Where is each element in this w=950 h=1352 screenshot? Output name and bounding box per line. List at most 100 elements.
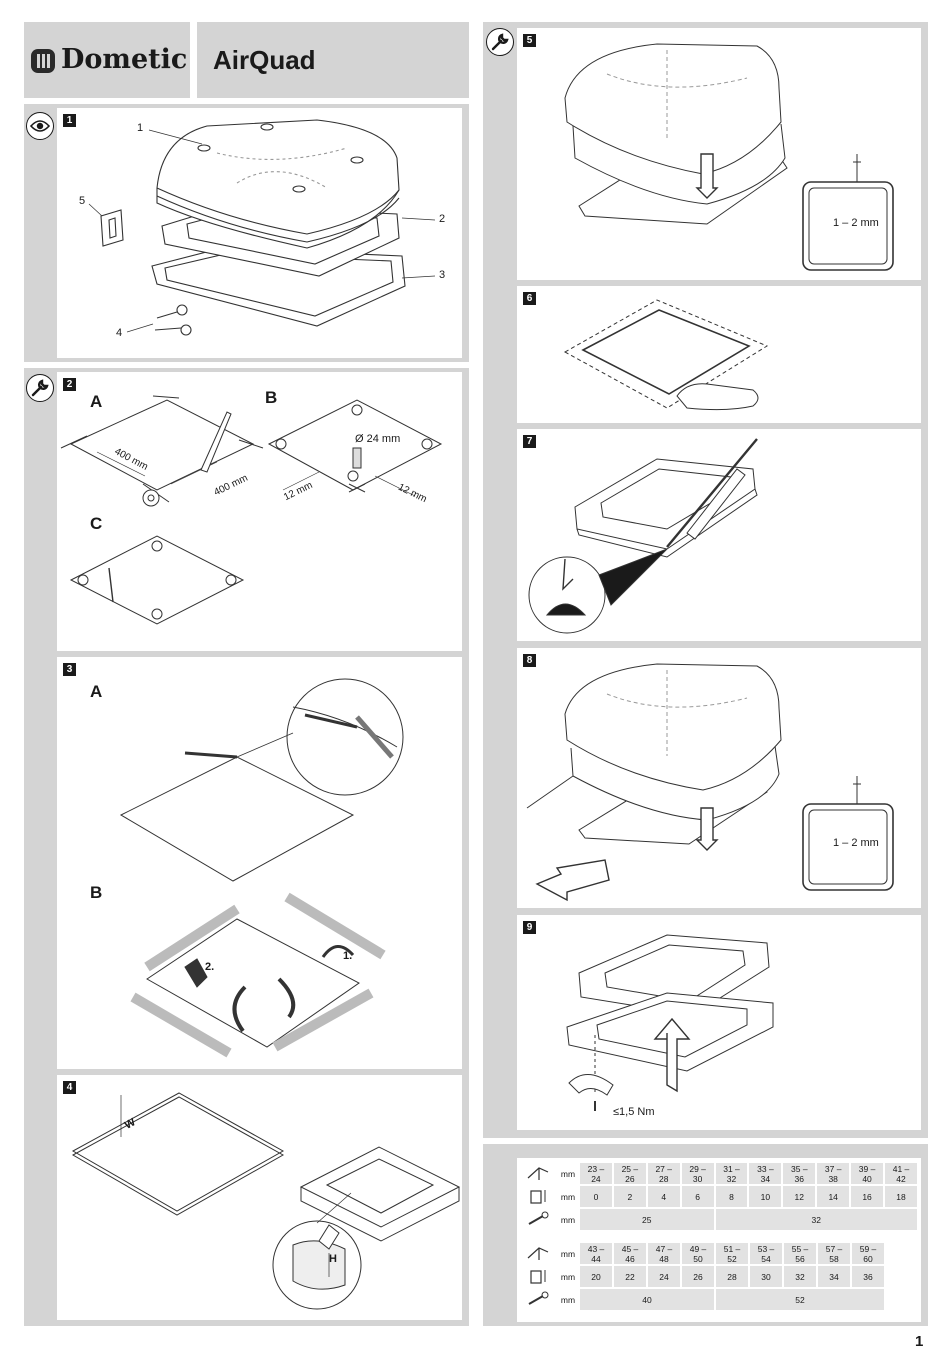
width-range: 55 – 56 [784,1243,816,1264]
width-range: 53 – 54 [750,1243,782,1264]
step-number: 8 [523,654,536,667]
screw-length: 32 [715,1209,917,1230]
height-value: 26 [682,1266,714,1287]
gap-label: 1 – 2 mm [833,837,879,849]
width-range: 33 – 34 [749,1163,782,1184]
exploded-view-illustration [88,119,436,336]
table-row-screw: mm 40 52 [520,1289,884,1310]
step-number: 2 [63,378,76,391]
width-range: 27 – 28 [647,1163,680,1184]
header-title-box [197,22,469,98]
width-range: 37 – 38 [817,1163,850,1184]
height-value: 36 [852,1266,884,1287]
product-title: AirQuad [213,45,316,75]
step-number: 3 [63,663,76,676]
height-value: 14 [817,1186,850,1207]
sub-label-b: B [265,388,278,407]
step-number: 7 [523,435,536,448]
wall-thickness-illustration [71,1092,461,1310]
width-range: 39 – 40 [851,1163,884,1184]
height-value: 24 [648,1266,680,1287]
height-value: 32 [784,1266,816,1287]
dim-h: H [329,1253,337,1265]
height-value: 18 [885,1186,917,1207]
wrench-icon-circle-right [486,28,514,56]
width-range: 49 – 50 [682,1243,714,1264]
height-value: 22 [614,1266,646,1287]
panel-step-1: 1 1 2 3 [57,108,462,358]
screw-icon [520,1209,556,1230]
height-value: 20 [580,1266,612,1287]
screw-length: 40 [580,1289,714,1310]
panel-step-4: 4 W H [57,1075,462,1320]
screw-length: 25 [580,1209,714,1230]
width-range: 25 – 26 [613,1163,646,1184]
page-number: 1 [915,1333,924,1350]
wrench-icon-circle [26,374,54,402]
callout-2: 2 [439,213,446,225]
panel-step-8: 8 1 – 2 mm [517,648,921,908]
hole-diameter: Ø 24 mm [355,433,401,445]
panel-step-5: 5 1 – 2 mm [517,28,921,280]
step-order-2: 2. [205,961,215,973]
clean-surface-illustration [563,299,769,411]
step-number: 1 [63,114,76,127]
spec-table-2: mm 43 – 44 45 – 46 47 – 48 49 – 50 51 – … [518,1241,886,1312]
width-range: 47 – 48 [648,1243,680,1264]
sub-label-a: A [90,682,103,701]
step-number: 5 [523,34,536,47]
cutout-marking-illustration [60,395,443,625]
width-range: 51 – 52 [716,1243,748,1264]
dometic-logo-icon [31,49,55,73]
height-value: 16 [851,1186,884,1207]
height-value: 12 [783,1186,816,1207]
step-order-1: 1. [343,950,353,962]
height-value: 2 [613,1186,646,1207]
width-range: 31 – 32 [715,1163,748,1184]
callout-4: 4 [116,327,123,339]
insert-frame-illustration [564,43,894,271]
wall-width-icon [520,1163,556,1184]
spec-table-1: mm 23 – 24 25 – 26 27 – 28 29 – 30 31 – … [518,1161,919,1232]
height-value: 6 [681,1186,714,1207]
wrench-icon [491,33,509,51]
height-value: 10 [749,1186,782,1207]
width-range: 35 – 36 [783,1163,816,1184]
width-range: 59 – 60 [852,1243,884,1264]
spacer-height-icon [520,1186,556,1207]
height-value: 34 [818,1266,850,1287]
wrench-icon [31,379,49,397]
table-row-height: mm 0 2 4 6 8 10 12 14 16 18 [520,1186,917,1207]
unit: mm [558,1186,578,1207]
step-number: 6 [523,292,536,305]
unit: mm [558,1289,578,1310]
apply-sealant-illustration [528,438,758,634]
panel-step-2: 2 A B C 400 mm 400 mm Ø 24 mm 12 mm [57,372,462,651]
width-range: 23 – 24 [580,1163,612,1184]
table-row-height: mm 20 22 24 26 28 30 32 34 36 [520,1266,884,1287]
height-value: 8 [715,1186,748,1207]
eye-icon-circle [26,112,54,140]
screw-icon [520,1289,556,1310]
panel-step-3: 3 A B 1. 2. [57,657,462,1069]
callout-5: 5 [79,195,86,207]
sub-label-b: B [90,883,103,902]
panel-step-7: 7 [517,429,921,641]
height-value: 30 [750,1266,782,1287]
fasten-inner-frame-illustration [566,934,774,1111]
spacer-height-icon [520,1266,556,1287]
width-range: 41 – 42 [885,1163,917,1184]
table-row-width: mm 43 – 44 45 – 46 47 – 48 49 – 50 51 – … [520,1243,884,1264]
step-number: 9 [523,921,536,934]
fit-dome-illustration [526,663,894,902]
unit: mm [558,1243,578,1264]
wall-width-icon [520,1243,556,1264]
torque-label: ≤1,5 Nm [613,1106,655,1118]
width-range: 57 – 58 [818,1243,850,1264]
unit: mm [558,1209,578,1230]
unit: mm [558,1163,578,1184]
panel-step-6: 6 [517,286,921,423]
callout-3: 3 [439,269,446,281]
sub-label-c: C [90,514,103,533]
brand-name: Dometic [61,44,188,75]
